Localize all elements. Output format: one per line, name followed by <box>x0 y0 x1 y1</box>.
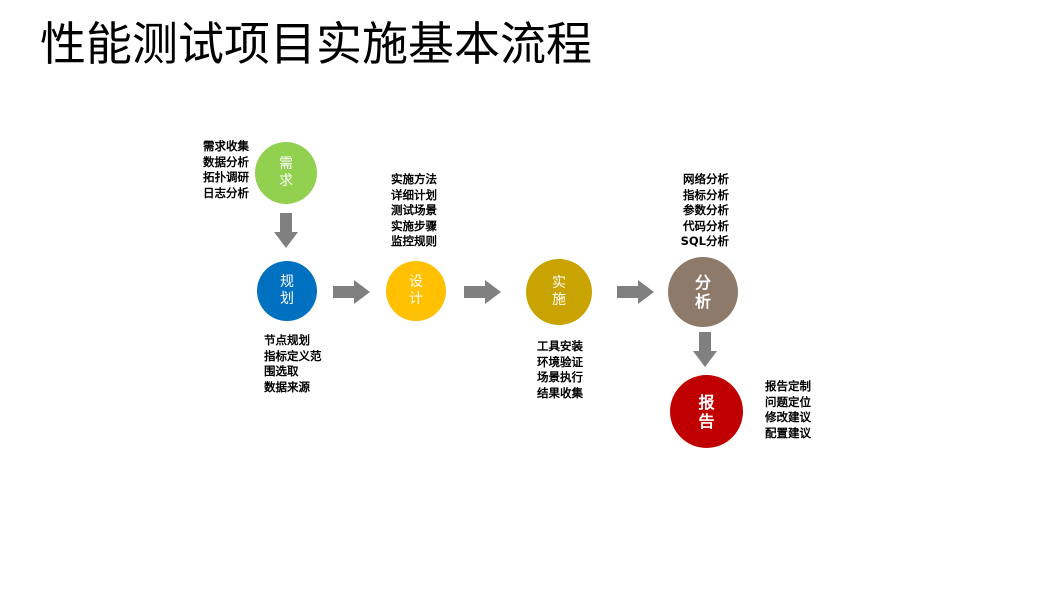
note-item: 问题定位 <box>765 394 811 409</box>
node-report-label: 报告 <box>698 392 715 431</box>
note-item: 报告定制 <box>765 379 811 393</box>
arrow-right-plan-to-design <box>333 280 370 304</box>
note-item: 实施步骤 <box>391 218 437 233</box>
note-item: 监控规则 <box>391 234 437 248</box>
page-title: 性能测试项目实施基本流程 <box>40 17 592 71</box>
note-item: 数据来源 <box>264 379 310 394</box>
arrow-right-design-to-implement <box>464 280 501 304</box>
notes-analysis: 网络分析 指标分析 参数分析 代码分析 SQL分析 <box>660 172 729 250</box>
note-item: 环境验证 <box>537 354 583 369</box>
note-item: SQL分析 <box>680 234 729 248</box>
notes-need: 需求收集 数据分析 拓扑调研 日志分析 <box>186 139 249 201</box>
note-item: 工具安装 <box>537 339 583 353</box>
arrow-right-implement-to-analysis <box>617 280 654 304</box>
note-item: 参数分析 <box>683 203 729 217</box>
note-item: 围选取 <box>264 364 299 378</box>
notes-plan: 节点规划 指标定义范 围选取 数据来源 <box>264 333 322 395</box>
notes-report: 报告定制 问题定位 修改建议 配置建议 <box>765 379 811 441</box>
node-need: 需求 <box>255 142 317 204</box>
note-item: 数据分析 <box>203 154 249 169</box>
node-plan-label: 规划 <box>280 274 294 307</box>
note-item: 指标分析 <box>683 187 729 202</box>
notes-implement: 工具安装 环境验证 场景执行 结果收集 <box>537 339 583 401</box>
note-item: 配置建议 <box>765 425 811 440</box>
arrow-down-need-to-plan <box>274 213 298 248</box>
note-item: 日志分析 <box>203 185 249 200</box>
note-item: 结果收集 <box>537 385 583 400</box>
note-item: 代码分析 <box>683 218 729 233</box>
node-analysis-label: 分析 <box>694 273 711 311</box>
node-implement: 实施 <box>526 259 592 325</box>
node-plan: 规划 <box>257 261 317 321</box>
note-item: 网络分析 <box>683 172 729 186</box>
node-implement-label: 实施 <box>552 275 566 308</box>
note-item: 详细计划 <box>391 187 437 202</box>
notes-design: 实施方法 详细计划 测试场景 实施步骤 监控规则 <box>391 172 437 250</box>
note-item: 节点规划 <box>264 333 310 347</box>
note-item: 指标定义范 <box>264 348 322 363</box>
node-need-label: 需求 <box>279 156 293 189</box>
arrow-down-analysis-to-report <box>693 332 717 367</box>
note-item: 需求收集 <box>203 139 249 153</box>
node-analysis: 分析 <box>668 257 738 327</box>
node-report: 报告 <box>670 375 743 448</box>
note-item: 实施方法 <box>391 172 437 186</box>
note-item: 拓扑调研 <box>203 170 249 184</box>
note-item: 场景执行 <box>537 370 583 384</box>
node-design-label: 设计 <box>409 274 423 307</box>
node-design: 设计 <box>386 261 446 321</box>
note-item: 修改建议 <box>765 410 811 424</box>
note-item: 测试场景 <box>391 203 437 217</box>
